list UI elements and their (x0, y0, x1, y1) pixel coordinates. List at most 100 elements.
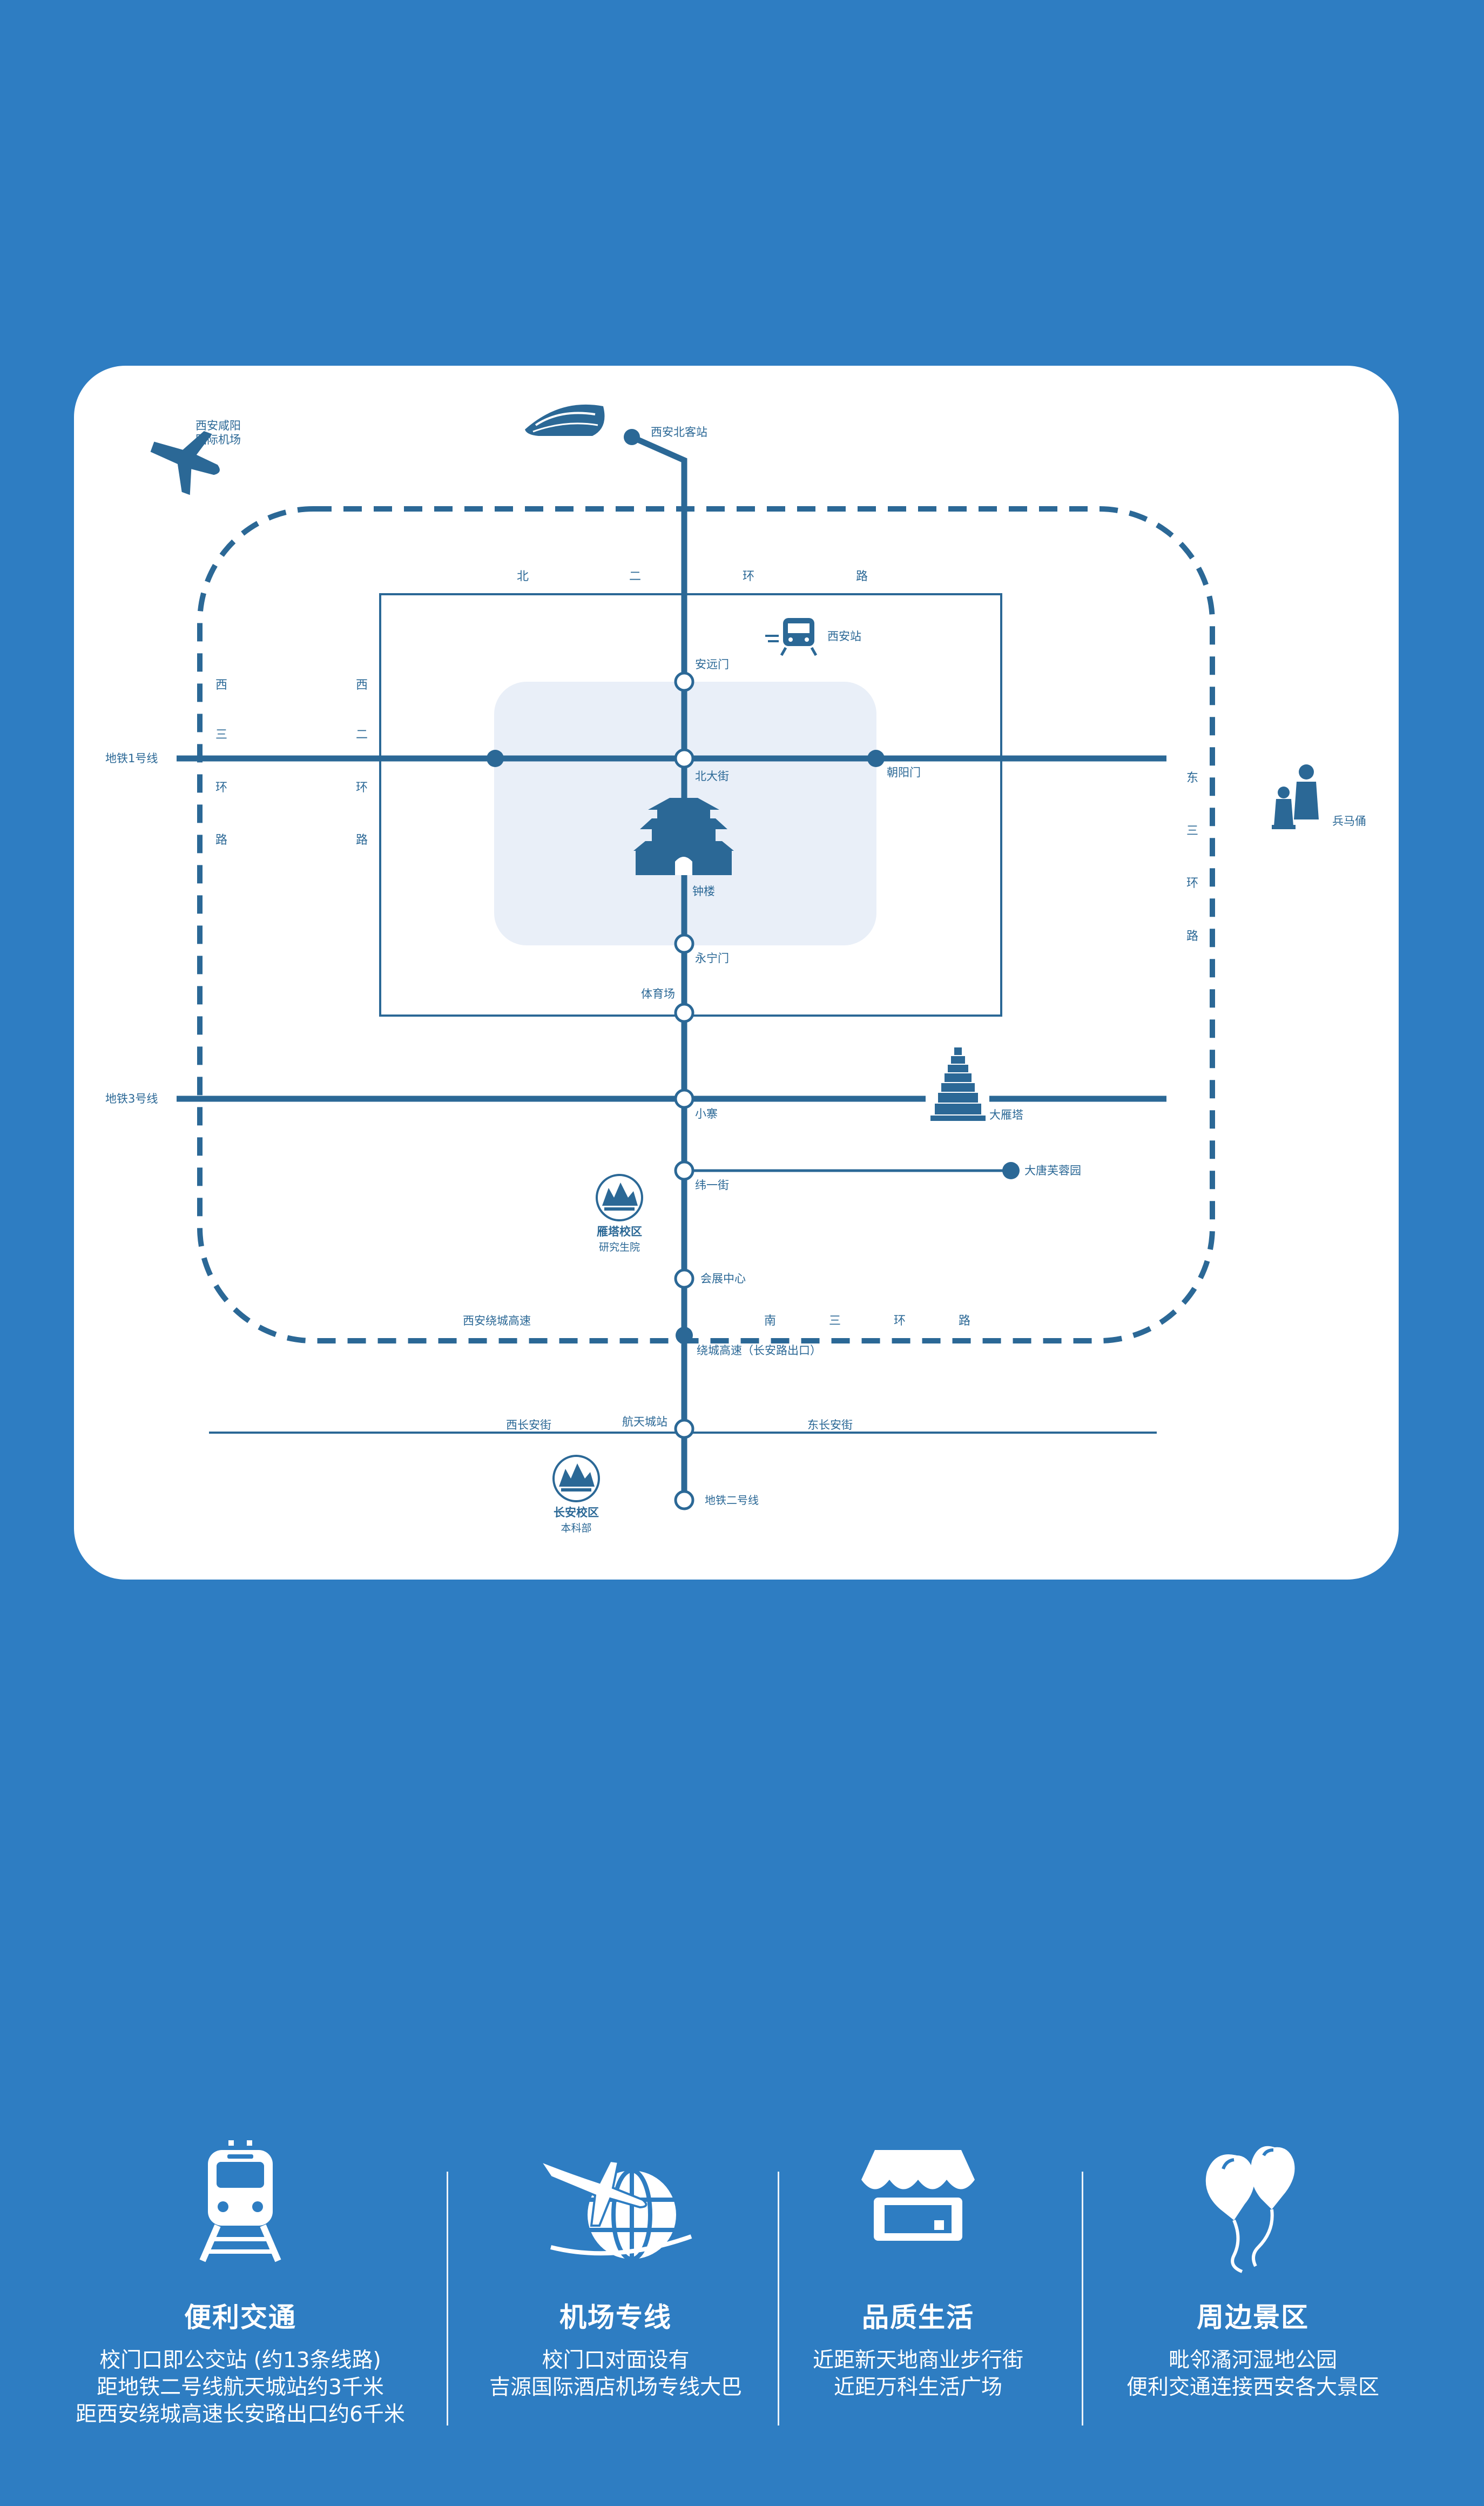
station-datang-dot (1002, 1162, 1020, 1179)
feature-title: 品质生活 (862, 2302, 974, 2333)
east-third-ring-label: 东 三 环 路 (1186, 771, 1198, 943)
metro-line-2 (630, 434, 687, 1500)
feature-title: 周边景区 (1197, 2302, 1309, 2333)
features-section: 便利交通 校门口即公交站 (约13条线路) 距地铁二号线航天城站约3千米 距西安… (0, 2139, 1484, 2442)
bell-tower-icon (633, 798, 734, 875)
west-second-ring-label: 西 二 环 路 (356, 678, 368, 847)
tiyuchang-label: 体育场 (641, 987, 675, 1000)
balloons-icon (1205, 2146, 1295, 2273)
metro2-label: 地铁二号线 (705, 1494, 759, 1507)
dayanta-label: 大雁塔 (989, 1108, 1023, 1121)
pagoda-icon (930, 1047, 986, 1121)
xichangan-label: 西长安街 (506, 1419, 551, 1432)
ring-char: 南 (764, 1314, 776, 1328)
south-third-ring-label: 南 三 环 路 (764, 1314, 970, 1328)
raocheng-exit-label: 绕城高速（长安路出口） (697, 1344, 821, 1357)
changan-campus-sub: 本科部 (561, 1522, 591, 1534)
zhonglou-label: 钟楼 (692, 885, 715, 898)
feature-divider (447, 2172, 448, 2426)
ring-char: 环 (356, 781, 368, 795)
station-hangtiancheng (674, 1419, 694, 1439)
ring-char: 路 (1186, 930, 1198, 943)
metro1-label: 地铁1号线 (105, 752, 158, 765)
feature-transport: 便利交通 校门口即公交站 (约13条线路) 距地铁二号线航天城站约3千米 距西安… (38, 2139, 443, 2442)
ring-char: 三 (829, 1314, 841, 1328)
station-tiyuchang (674, 1003, 694, 1023)
feature-line: 距地铁二号线航天城站约3千米 (97, 2375, 384, 2400)
metro3-label: 地铁3号线 (105, 1092, 158, 1105)
west-third-ring-label: 西 三 环 路 (215, 678, 227, 847)
high-speed-train-icon (525, 404, 605, 436)
changan-campus-emblem-icon (552, 1455, 600, 1502)
ring-char: 路 (959, 1314, 970, 1328)
ring-char: 环 (894, 1314, 906, 1328)
huizhan-label: 会展中心 (700, 1272, 746, 1285)
raocheng-label: 西安绕城高速 (463, 1314, 531, 1327)
feature-line: 校门口对面设有 (542, 2348, 690, 2373)
ring-char: 三 (215, 728, 227, 742)
train-icon (199, 2140, 281, 2262)
feature-line: 校门口即公交站 (约13条线路) (99, 2348, 381, 2373)
ring-char: 环 (743, 570, 754, 583)
airplane-globe-icon (537, 2158, 692, 2261)
ring-char: 二 (356, 728, 368, 742)
dongchangan-label: 东长安街 (807, 1419, 853, 1432)
feature-divider (778, 2172, 779, 2426)
station-raocheng (676, 1327, 693, 1344)
anyuanmen-label: 安远门 (695, 658, 729, 671)
north-station-label: 西安北客站 (651, 426, 707, 439)
feature-text: 近距新天地商业步行街 近距万科生活广场 (778, 2347, 1058, 2401)
map-card: 西安咸阳 国际机场 西安北客站 西安站 北 二 环 路 西 三 环 路 西 二 … (74, 366, 1399, 1580)
transit-map: 西安咸阳 国际机场 西安北客站 西安站 北 二 环 路 西 三 环 路 西 二 … (105, 404, 1366, 1534)
xian-station-train-icon (765, 618, 818, 656)
ring-char: 路 (356, 834, 368, 847)
ring-char: 西 (356, 678, 368, 692)
feature-line: 毗邻潏河湿地公园 (1168, 2348, 1337, 2373)
ring-char: 路 (215, 834, 227, 847)
storefront-icon (861, 2150, 975, 2241)
feature-airport: 机场专线 校门口对面设有 吉源国际酒店机场专线大巴 (454, 2139, 778, 2442)
ring-char: 环 (1186, 877, 1198, 890)
feature-text: 毗邻潏河湿地公园 便利交通连接西安各大景区 (1080, 2347, 1426, 2401)
airport-label-line-2: 国际机场 (195, 433, 241, 446)
north-station-dot (624, 429, 640, 445)
feature-text: 校门口对面设有 吉源国际酒店机场专线大巴 (454, 2347, 778, 2401)
feature-line: 吉源国际酒店机场专线大巴 (489, 2375, 742, 2400)
station-huizhan (674, 1268, 694, 1289)
feature-divider (1082, 2172, 1083, 2426)
terracotta-warrior-icon (1272, 764, 1319, 829)
changan-campus-label: 长安校区 (554, 1506, 599, 1519)
xian-station-label: 西安站 (827, 630, 861, 643)
station-weiyijie (674, 1160, 694, 1181)
station-chaoyangmen (867, 750, 885, 767)
station-metro2-end (674, 1490, 694, 1510)
feature-line: 近距万科生活广场 (833, 2375, 1002, 2400)
hangtiancheng-label: 航天城站 (622, 1415, 667, 1428)
ring-char: 东 (1186, 771, 1198, 785)
xiaozhai-label: 小寨 (695, 1107, 718, 1120)
weiyijie-label: 纬一街 (695, 1179, 729, 1192)
beidajie-label: 北大街 (695, 770, 729, 783)
ring-char: 三 (1186, 824, 1198, 838)
airport-label: 西安咸阳 国际机场 (195, 419, 245, 446)
feature-title: 机场专线 (559, 2302, 672, 2333)
yanta-campus-label: 雁塔校区 (597, 1225, 642, 1238)
ring-char: 北 (517, 570, 529, 583)
airport-label-line-1: 西安咸阳 (195, 419, 241, 432)
feature-line: 距西安绕城高速长安路出口约6千米 (76, 2402, 405, 2427)
yongningmen-label: 永宁门 (695, 952, 729, 965)
feature-line: 便利交通连接西安各大景区 (1126, 2375, 1379, 2400)
station-xiaozhai (674, 1089, 694, 1109)
datang-label: 大唐芙蓉园 (1024, 1164, 1081, 1177)
ring-char: 环 (215, 781, 227, 795)
station-yongningmen (674, 933, 694, 954)
chaoyangmen-label: 朝阳门 (887, 766, 921, 779)
feature-text: 校门口即公交站 (约13条线路) 距地铁二号线航天城站约3千米 距西安绕城高速长… (38, 2347, 443, 2428)
station-west-dot (487, 750, 504, 767)
feature-scenic: 周边景区 毗邻潏河湿地公园 便利交通连接西安各大景区 (1080, 2139, 1426, 2442)
feature-lifestyle: 品质生活 近距新天地商业步行街 近距万科生活广场 (778, 2139, 1058, 2442)
feature-line: 近距新天地商业步行街 (812, 2348, 1023, 2373)
yanta-campus-sub: 研究生院 (599, 1241, 640, 1253)
station-anyuanmen (674, 671, 694, 692)
ring-char: 路 (856, 570, 868, 583)
